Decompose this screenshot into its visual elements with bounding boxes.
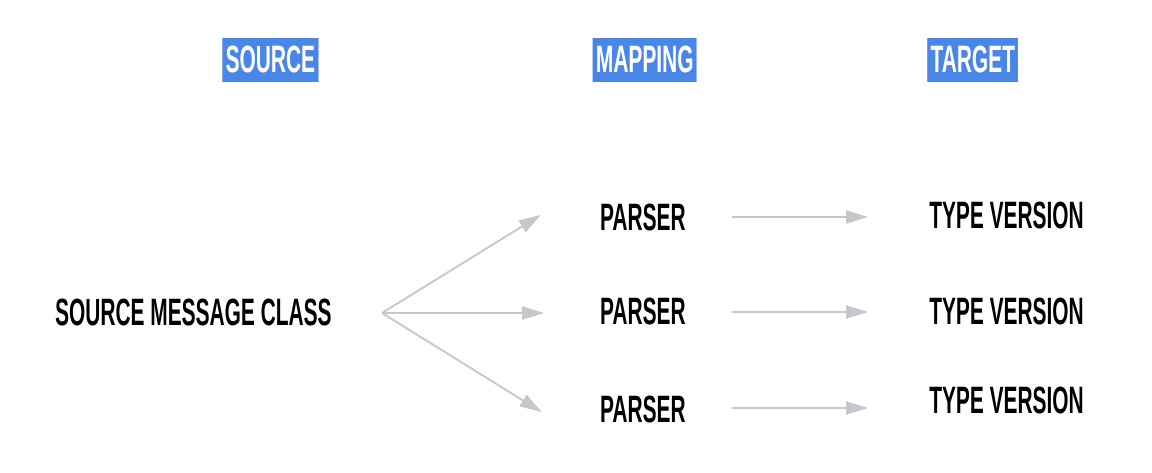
column-header-source: SOURCE xyxy=(190,38,350,83)
type-version-node-2-label: TYPE VERSION xyxy=(928,290,1084,333)
column-header-mapping-label: MAPPING xyxy=(592,38,698,83)
source-message-class-node: SOURCE MESSAGE CLASS xyxy=(43,291,343,335)
parser-node-1: PARSER xyxy=(563,196,723,240)
type-version-node-1-label: TYPE VERSION xyxy=(928,194,1084,237)
column-header-target-label: TARGET xyxy=(927,38,1019,83)
parser-node-3-label: PARSER xyxy=(600,388,686,431)
parser-node-2-label: PARSER xyxy=(600,290,686,333)
column-header-target: TARGET xyxy=(893,38,1053,83)
type-version-node-1: TYPE VERSION xyxy=(896,194,1116,238)
parser-node-3: PARSER xyxy=(563,388,723,432)
column-header-mapping: MAPPING xyxy=(565,38,725,83)
column-header-source-label: SOURCE xyxy=(221,38,319,83)
type-version-node-3: TYPE VERSION xyxy=(896,379,1116,423)
source-to-parser-arrow-3 xyxy=(381,312,542,413)
parser-node-2: PARSER xyxy=(563,290,723,334)
source-to-parser-arrow-1 xyxy=(381,214,541,314)
parser-node-1-label: PARSER xyxy=(600,196,686,239)
type-version-node-3-label: TYPE VERSION xyxy=(928,379,1084,422)
source-message-class-label: SOURCE MESSAGE CLASS xyxy=(54,291,332,334)
type-version-node-2: TYPE VERSION xyxy=(896,290,1116,334)
